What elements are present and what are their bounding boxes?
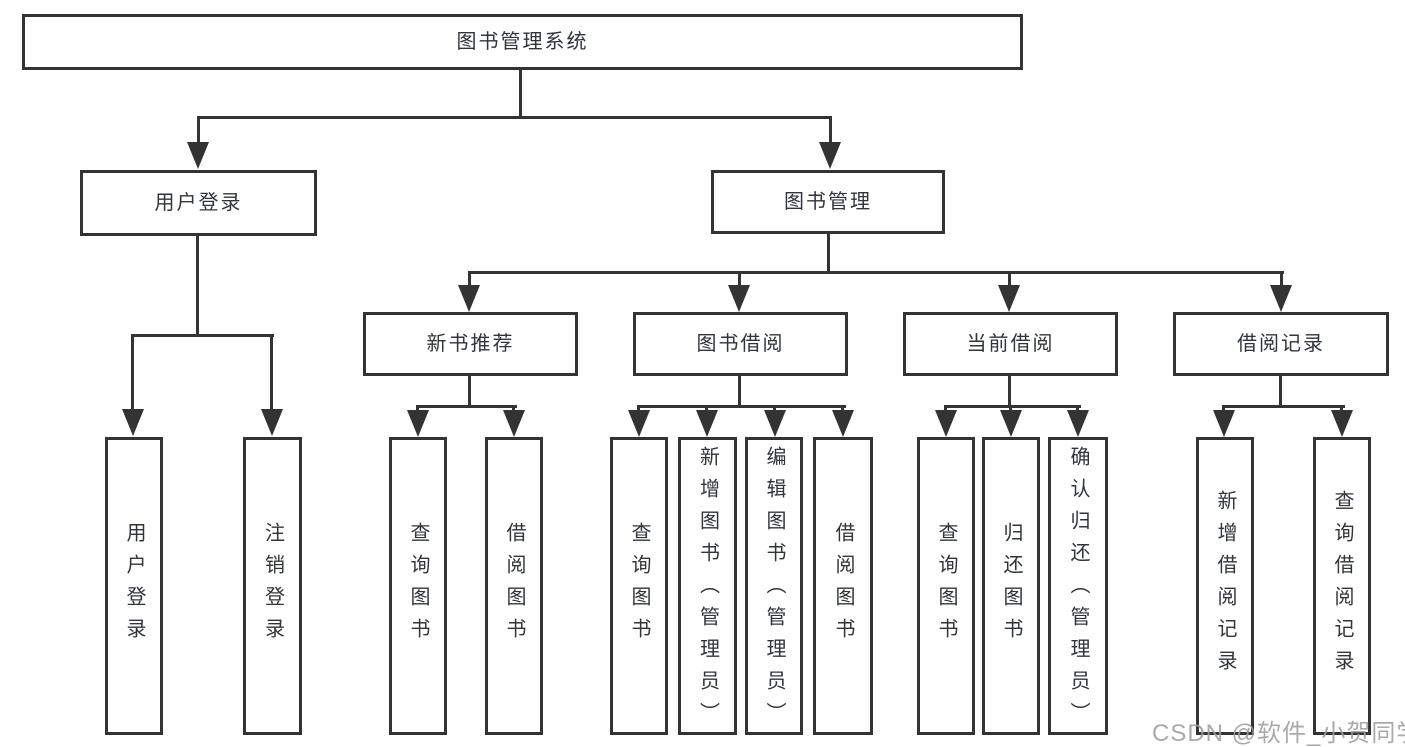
leaf-query-books-current: 查询图书 xyxy=(917,437,975,735)
line-segment xyxy=(944,405,947,413)
line-segment xyxy=(1009,405,1012,413)
line-segment xyxy=(1008,271,1011,287)
line-segment xyxy=(944,405,1081,408)
node-book-borrowing: 图书借阅 xyxy=(633,312,848,376)
line-segment xyxy=(637,405,846,408)
line-segment xyxy=(197,116,832,119)
leaf-add-borrow-record: 新增借阅记录 xyxy=(1196,437,1254,735)
line-segment xyxy=(1340,405,1343,413)
leaf-add-books-admin: 新增图书（管理员） xyxy=(678,437,737,735)
node-book-management: 图书管理 xyxy=(711,170,945,234)
node-borrowing-records: 借阅记录 xyxy=(1173,312,1389,376)
node-label: 当前借阅 xyxy=(966,333,1055,355)
leaf-user-login: 用户登录 xyxy=(105,437,163,735)
line-segment xyxy=(468,271,471,287)
node-label: 借阅记录 xyxy=(1237,333,1325,355)
line-segment xyxy=(512,405,515,413)
line-segment xyxy=(705,405,708,413)
leaf-logout: 注销登录 xyxy=(243,437,302,735)
node-label: 确认归还（管理员） xyxy=(1067,446,1089,734)
line-segment xyxy=(132,334,274,337)
node-label: 查询借阅记录 xyxy=(1331,490,1353,682)
leaf-query-books-borrowing: 查询图书 xyxy=(610,437,668,735)
arrowhead-down-icon xyxy=(1213,410,1235,437)
arrowhead-down-icon xyxy=(1270,285,1292,312)
csdn-watermark: CSDN @软件_小贺同学 xyxy=(1152,720,1405,747)
line-segment xyxy=(841,405,844,413)
node-label: 编辑图书（管理员） xyxy=(763,446,785,734)
line-segment xyxy=(1008,374,1011,408)
arrowhead-down-icon xyxy=(819,142,841,169)
line-segment xyxy=(196,235,199,337)
line-segment xyxy=(1280,271,1283,287)
node-label: 查询图书 xyxy=(628,522,650,650)
leaf-edit-books-admin: 编辑图书（管理员） xyxy=(745,437,803,735)
node-label: 新增图书（管理员） xyxy=(696,446,719,734)
line-segment xyxy=(738,271,741,287)
line-segment xyxy=(416,405,517,408)
arrowhead-down-icon xyxy=(1000,410,1022,437)
arrowhead-down-icon xyxy=(187,142,209,169)
node-new-book-recommend: 新书推荐 xyxy=(363,312,578,376)
arrowhead-down-icon xyxy=(728,285,750,312)
arrowhead-down-icon xyxy=(122,409,144,436)
leaf-query-books-recommend: 查询图书 xyxy=(389,437,447,735)
arrowhead-down-icon xyxy=(458,285,480,312)
node-label: 归还图书 xyxy=(1000,522,1022,650)
arrowhead-down-icon xyxy=(1067,410,1089,437)
leaf-borrow-books-borrowing: 借阅图书 xyxy=(813,437,873,735)
leaf-confirm-return-admin: 确认归还（管理员） xyxy=(1048,437,1108,735)
line-segment xyxy=(468,271,1284,274)
leaf-query-borrow-record: 查询借阅记录 xyxy=(1313,437,1371,735)
line-segment xyxy=(773,405,776,413)
line-segment xyxy=(131,334,134,411)
line-segment xyxy=(1222,405,1225,413)
node-label: 图书借阅 xyxy=(696,333,785,355)
line-segment xyxy=(468,374,471,408)
arrowhead-down-icon xyxy=(935,410,957,437)
node-label: 新增借阅记录 xyxy=(1214,490,1236,682)
arrowhead-down-icon xyxy=(628,410,650,437)
arrowhead-down-icon xyxy=(503,410,525,437)
node-library-system: 图书管理系统 xyxy=(22,14,1023,70)
node-label: 新书推荐 xyxy=(426,333,515,355)
arrowhead-down-icon xyxy=(696,410,718,437)
arrowhead-down-icon xyxy=(764,410,786,437)
node-label: 借阅图书 xyxy=(503,522,525,650)
line-segment xyxy=(829,116,832,144)
arrowhead-down-icon xyxy=(832,410,854,437)
line-segment xyxy=(1279,374,1282,408)
node-label: 注销登录 xyxy=(261,522,284,650)
line-segment xyxy=(738,374,741,408)
arrowhead-down-icon xyxy=(261,409,283,436)
node-label: 图书管理系统 xyxy=(456,31,589,53)
line-segment xyxy=(1076,405,1079,413)
node-label: 借阅图书 xyxy=(832,522,854,650)
leaf-return-books: 归还图书 xyxy=(982,437,1040,735)
node-current-borrowing: 当前借阅 xyxy=(903,312,1118,376)
node-label: 图书管理 xyxy=(784,191,872,213)
node-label: 用户登录 xyxy=(154,192,243,214)
node-label: 查询图书 xyxy=(935,522,957,650)
node-label: 用户登录 xyxy=(123,522,145,650)
line-segment xyxy=(416,405,419,413)
line-segment xyxy=(270,334,273,411)
arrowhead-down-icon xyxy=(1331,410,1353,437)
line-segment xyxy=(519,69,522,119)
arrowhead-down-icon xyxy=(407,410,429,437)
line-segment xyxy=(827,232,830,274)
line-segment xyxy=(637,405,640,413)
node-label: 查询图书 xyxy=(407,522,429,650)
leaf-borrow-books-recommend: 借阅图书 xyxy=(485,437,543,735)
line-segment xyxy=(197,116,200,144)
line-segment xyxy=(1222,405,1345,408)
arrowhead-down-icon xyxy=(998,285,1020,312)
node-user-login: 用户登录 xyxy=(80,170,317,236)
